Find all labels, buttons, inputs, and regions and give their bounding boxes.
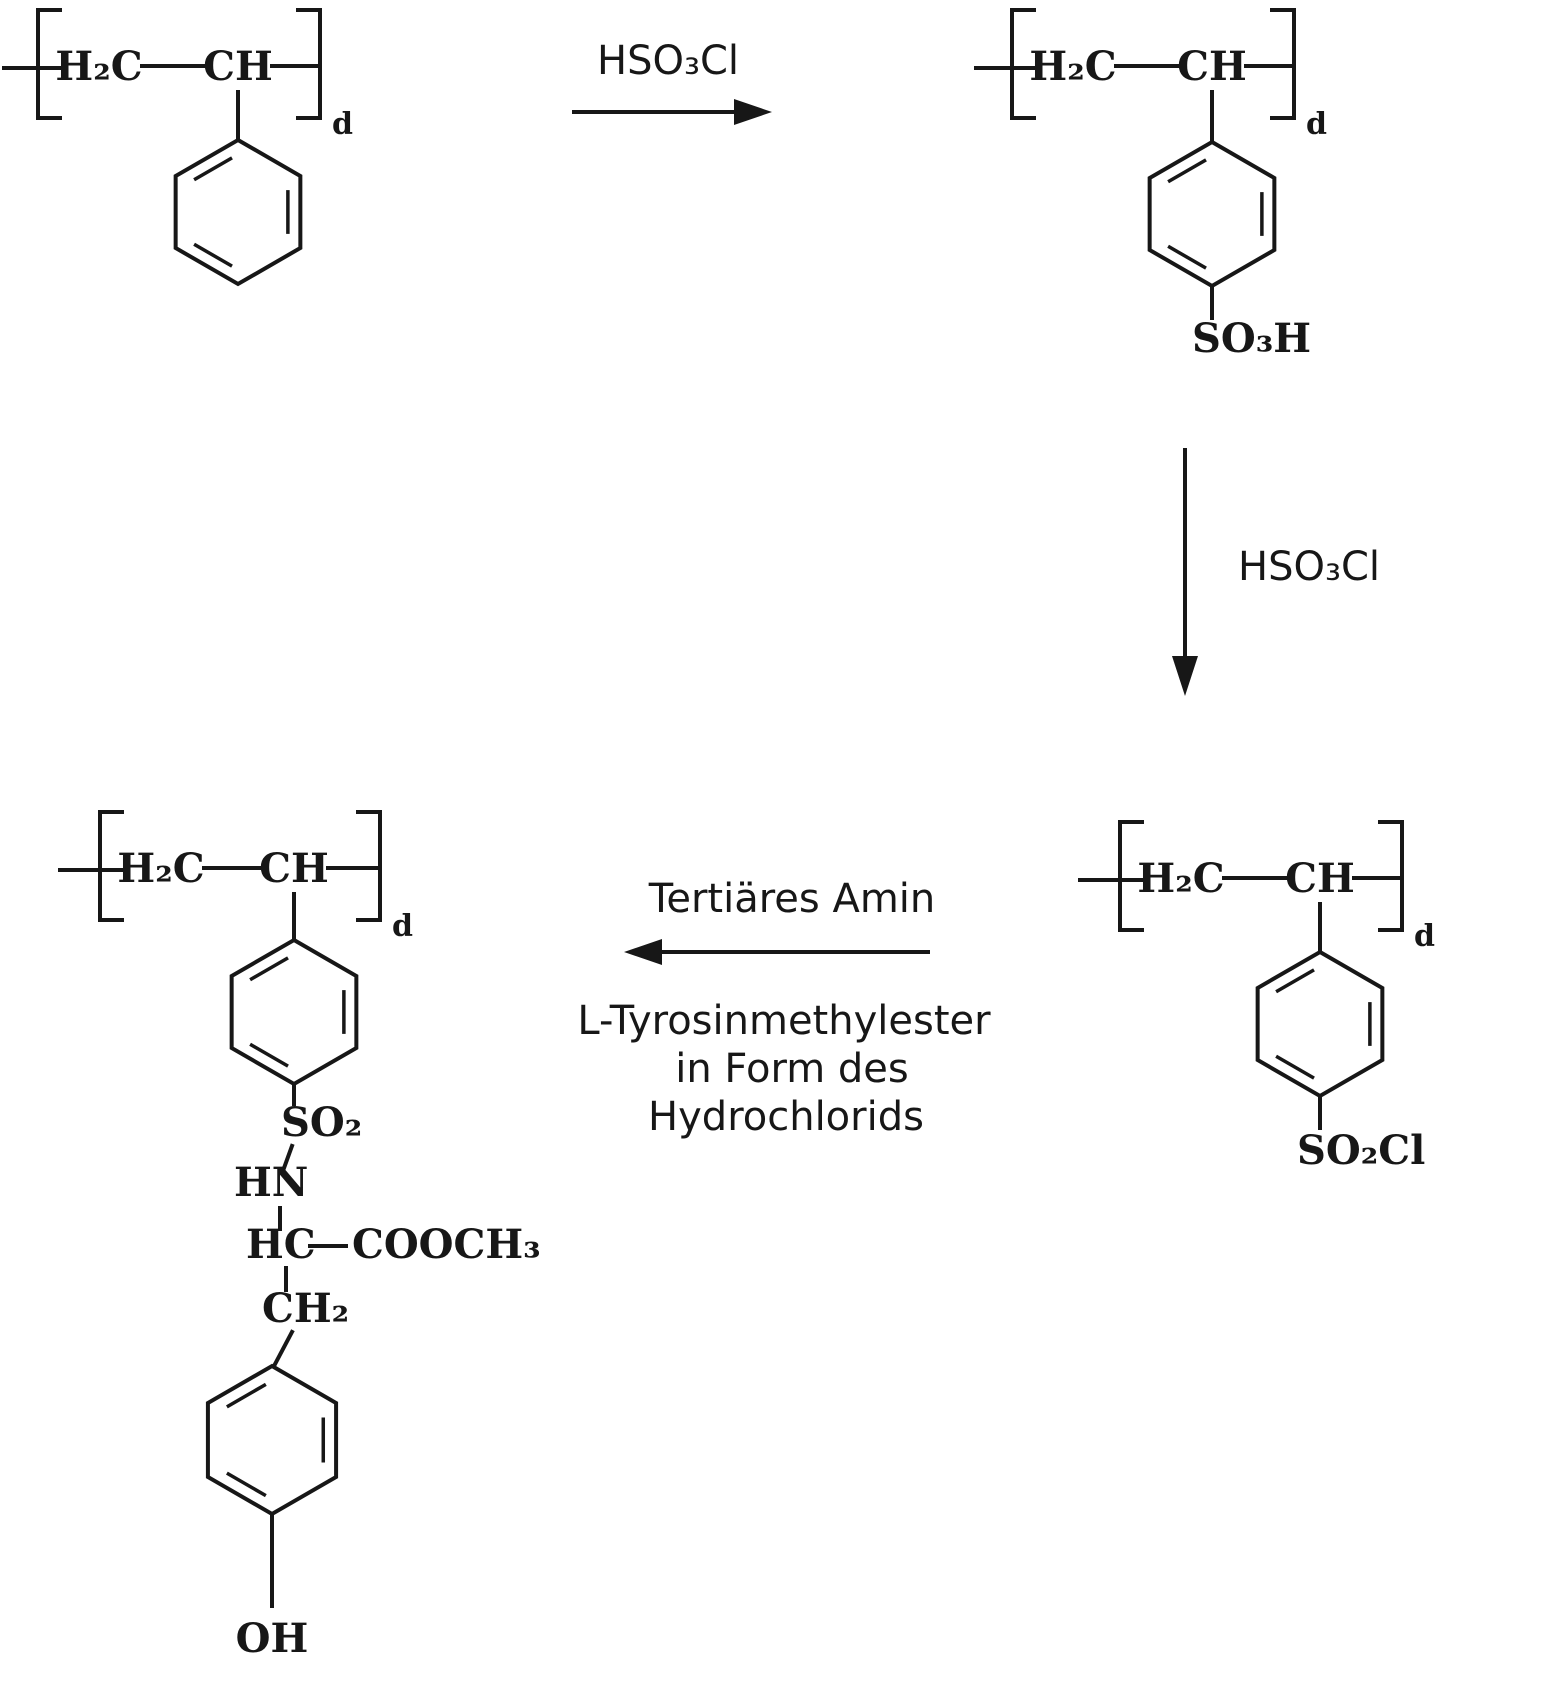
ring-double-bond [1275,1054,1315,1080]
ring-double-bond [1167,244,1207,270]
step3-reagent-line2: in Form des [675,1046,909,1092]
benzene-ring [173,137,303,287]
sulfonyl-label: SO₂ [281,1099,362,1146]
repeat-unit-right-label: CH [203,43,273,90]
repeat-index-label: d [1306,107,1327,142]
ring-outline [205,1363,339,1517]
step1-arrow-head [734,99,772,125]
repeat-unit-right-label: CH [1285,855,1355,902]
sulfonyl-chloride-label: SO₂Cl [1297,1127,1425,1174]
step2-arrow-head [1172,656,1198,696]
bracket-right [296,8,322,120]
bracket-right [1270,8,1296,120]
structure-polystyrene: H₂C CH d [2,8,353,287]
arrow-step1: HSO₃Cl [572,38,772,125]
repeat-unit-left-label: H₂C [1029,43,1116,90]
arrow-step3: Tertiäres Amin L-Tyrosinmethylester in F… [577,876,991,1140]
amine-label: HN [234,1159,308,1206]
ring-double-bond [249,956,289,982]
repeat-index-label: d [332,107,353,142]
step3-reagent-line3: Hydrochlorids [648,1094,924,1140]
phenol-ring [205,1363,339,1517]
step3-amine-label: Tertiäres Amin [648,876,936,922]
step3-arrow-head [624,939,662,965]
ring-double-bond [1275,968,1315,994]
benzene-ring [229,937,359,1087]
ring-outline [1147,139,1277,289]
bracket-right [356,810,382,922]
methylene-ring-bond [271,1329,295,1369]
ring-double-bond [249,1042,289,1068]
hydroxyl-label: OH [236,1615,309,1662]
bracket-left [1010,8,1036,120]
repeat-index-label: d [392,909,413,944]
ring-outline [1255,949,1385,1099]
ring-double-bond [226,1471,267,1498]
step3-reagent-line1: L-Tyrosinmethylester [577,998,991,1044]
repeat-unit-left-label: H₂C [1137,855,1224,902]
structure-polystyrene-sulfonyl-chloride: H₂C CH d SO₂Cl [1078,820,1435,1174]
ring-double-bond [193,242,233,268]
sulfonamide-bond [281,1143,295,1171]
ring-outline [173,137,303,287]
ester-label: COOCH₃ [352,1221,541,1268]
methine-label: HC [246,1221,316,1268]
repeat-unit-right-label: CH [1177,43,1247,90]
benzene-ring [1255,949,1385,1099]
sulfonic-acid-label: SO₃H [1192,315,1311,362]
benzene-ring [1147,139,1277,289]
repeat-index-label: d [1414,919,1435,954]
repeat-unit-right-label: CH [259,845,329,892]
repeat-unit-left-label: H₂C [117,845,204,892]
bracket-left [98,810,124,922]
arrow-step2: HSO₃Cl [1172,448,1380,696]
ring-double-bond [193,156,233,182]
bracket-left [1118,820,1144,932]
step2-reagent-label: HSO₃Cl [1238,544,1380,590]
methylene-label: CH₂ [262,1285,349,1332]
ring-double-bond [1167,158,1207,184]
repeat-unit-left-label: H₂C [55,43,142,90]
structure-polystyrene-sulfonic-acid: H₂C CH d SO₃H [974,8,1327,362]
step1-reagent-label: HSO₃Cl [597,38,739,84]
ring-double-bond [226,1382,267,1409]
ring-outline [229,937,359,1087]
bracket-right [1378,820,1404,932]
bracket-left [36,8,62,120]
structure-polystyrene-sulfonamide-tyrosine: H₂C CH d SO₂ HN HC COOCH₃ CH₂ OH [58,810,541,1662]
